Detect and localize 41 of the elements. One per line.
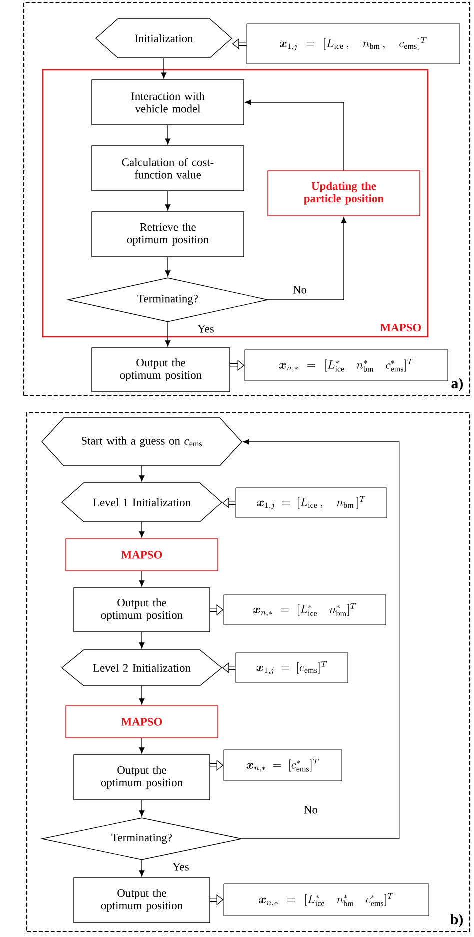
process-box: Output the optimum position [74,754,210,800]
algorithm-box: MAPSO [66,706,218,738]
process-box: Retrieve the optimum position [92,212,244,258]
formula-box: $\boldsymbol{x}_{1,j} = [c_{\mathrm{ems}}]^{T}$ [236,652,348,684]
arrow [139,860,145,877]
formula-box: $\boldsymbol{x}_{1,j} = [L_{\mathrm{ice}}\,,\quad n_{\mathrm{bm}}\,,\quad c_{\mathrm{ems}}]^{T}$ [246,24,460,64]
formula-box: $\boldsymbol{x}_{n,*} = [c^{*}_{\mathrm{ems}}]^{T}$ [224,750,342,782]
panel-label: b) [450,914,463,928]
arrow [242,439,400,840]
formula-box: $\boldsymbol{x}_{1,j} = [L_{\mathrm{ice}}\,,\quad n_{\mathrm{bm}}\,]^{T}$ [236,488,388,518]
arrow [245,100,344,171]
arrow [165,322,171,347]
arrow [139,522,145,538]
process-box: Updating the particle position [268,170,420,216]
edge-label: No [292,285,308,295]
frame-label: MAPSO [380,324,422,332]
edge-label: No [303,805,319,815]
arrow [165,257,171,277]
algorithm-box: MAPSO [66,538,218,572]
arrow [139,800,145,817]
panel-label: a) [452,378,463,392]
arrow [139,571,145,587]
edge-label: Yes [196,324,216,334]
arrow [161,58,167,79]
formula-box: $\boldsymbol{x}_{n,*} = [L^{*}_{\mathrm{ice}}\quad n^{*}_{\mathrm{bm}}]^{T}$ [224,594,386,626]
process-box: Output the optimum position [92,348,230,392]
arrow [268,217,347,300]
process-box: Calculation of cost-function value [92,146,244,192]
arrow [139,632,145,649]
arrow [165,191,171,211]
formula-box: $\boldsymbol{x}_{n,*} = [L^{*}_{\mathrm{ice}}\quad n^{*}_{\mathrm{bm}}\quad c^{*}_{\mathrm{ems}}]^{T}$ [244,350,448,382]
arrow [139,686,145,705]
formula-box: $\boldsymbol{x}_{n,*} = [L^{*}_{\mathrm{ice}}\quad n^{*}_{\mathrm{bm}}\quad c^{*}_{\mathrm{ems}}]^{T}$ [224,884,430,916]
process-box: Output the optimum position [74,588,210,632]
process-box: Interaction with vehicle model [92,80,244,126]
arrow [165,125,171,145]
arrow [139,738,145,754]
edge-label: Yes [172,862,190,872]
process-box: Output the optimum position [74,878,210,924]
initialization-hexagon: Start with a guess on c$_{ems}$ [42,418,242,466]
arrow [139,466,145,482]
